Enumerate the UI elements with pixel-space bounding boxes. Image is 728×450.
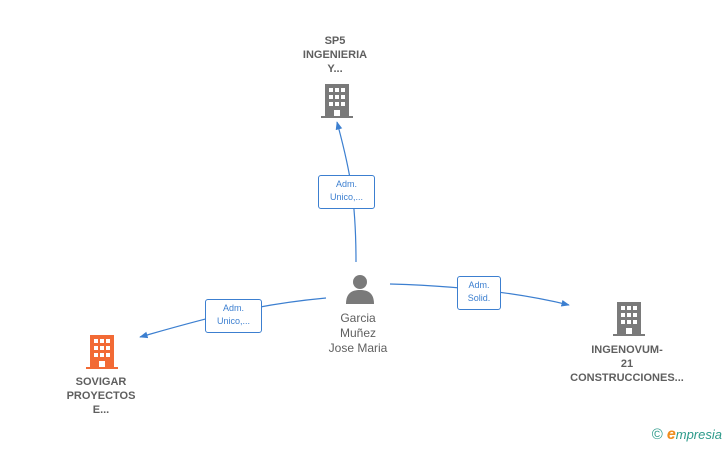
- edge-label-line: Solid.: [467, 293, 491, 303]
- brand-logo-initial: e: [666, 426, 676, 443]
- edge-label-right[interactable]: Adm. Solid.: [457, 276, 501, 310]
- company-node-left-label[interactable]: SOVIGAR PROYECTOS E...: [46, 375, 156, 417]
- brand-logo-text: mpresia: [675, 427, 722, 442]
- label-line: Y...: [327, 63, 343, 75]
- label-line: Muñez: [339, 326, 377, 340]
- label-line: Garcia: [340, 311, 376, 325]
- label-line: SP5: [324, 35, 346, 47]
- edge-label-top[interactable]: Adm. Unico,...: [318, 175, 375, 209]
- edge-label-line: Adm.: [468, 280, 490, 290]
- building-icon[interactable]: [613, 302, 645, 336]
- label-line: 21: [620, 358, 634, 370]
- empresia-brand: ©empresia: [652, 426, 722, 444]
- company-node-right-label[interactable]: INGENOVUM- 21 CONSTRUCCIONES...: [557, 343, 697, 385]
- company-node-top-label[interactable]: SP5 INGENIERIA Y...: [285, 34, 385, 76]
- label-line: INGENIERIA: [302, 49, 368, 61]
- edge-label-left[interactable]: Adm. Unico,...: [205, 299, 262, 333]
- building-icon[interactable]: [86, 335, 118, 369]
- edge-label-line: Adm.: [222, 303, 244, 313]
- label-line: CONSTRUCCIONES...: [570, 372, 684, 384]
- label-line: PROYECTOS: [66, 390, 136, 402]
- edge-label-line: Unico,...: [329, 192, 363, 202]
- label-line: INGENOVUM-: [591, 344, 663, 356]
- person-node-label[interactable]: Garcia Muñez Jose Maria: [308, 311, 408, 356]
- edge-label-line: Adm.: [335, 179, 357, 189]
- person-icon[interactable]: [344, 274, 376, 304]
- edge-label-line: Unico,...: [216, 316, 250, 326]
- label-line: Jose Maria: [328, 341, 388, 355]
- building-icon[interactable]: [321, 84, 353, 118]
- copyright-icon: ©: [651, 426, 663, 443]
- label-line: E...: [92, 404, 110, 416]
- label-line: SOVIGAR: [75, 376, 127, 388]
